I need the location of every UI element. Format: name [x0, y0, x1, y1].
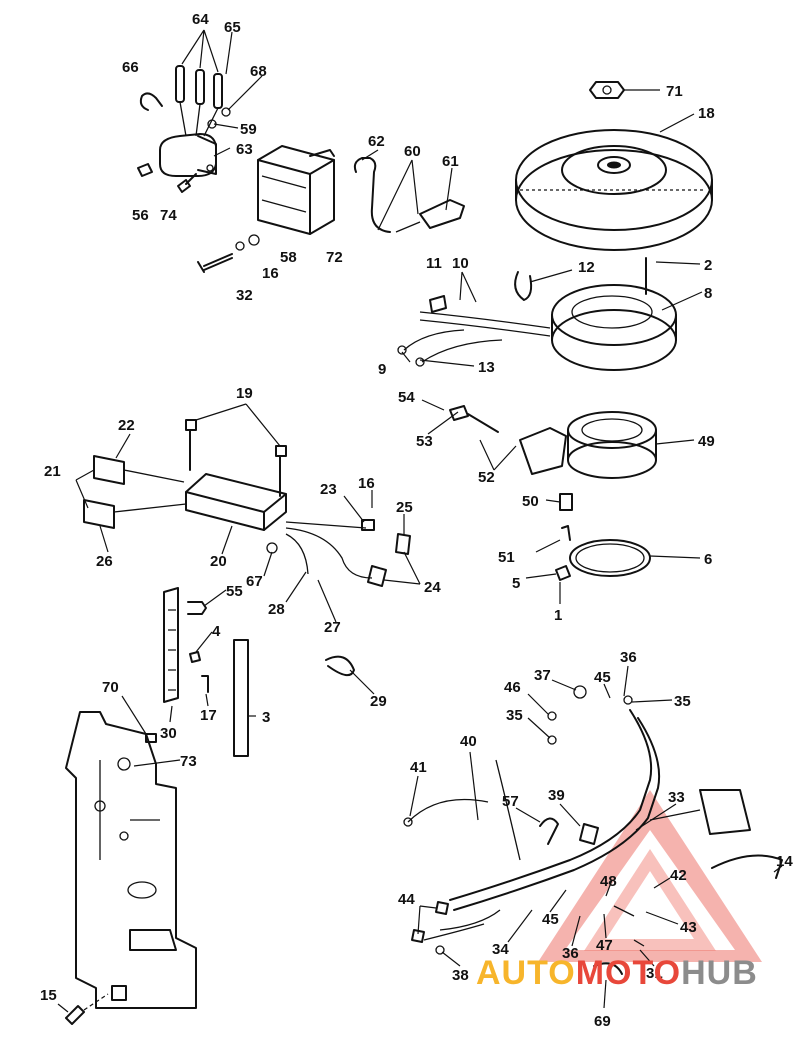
callout-40: 40	[460, 733, 477, 750]
callout-42: 42	[670, 867, 687, 884]
callout-1: 1	[554, 607, 562, 624]
callout-55: 55	[226, 583, 243, 600]
callout-65: 65	[224, 19, 241, 36]
callout-45-bottom: 45	[542, 911, 559, 928]
callout-53: 53	[416, 433, 433, 450]
callout-20: 20	[210, 553, 227, 570]
callout-52: 52	[478, 469, 495, 486]
callout-12: 12	[578, 259, 595, 276]
callout-63: 63	[236, 141, 253, 158]
callout-43: 43	[680, 919, 697, 936]
wiring-harness	[403, 685, 783, 975]
callout-59: 59	[240, 121, 257, 138]
callout-57: 57	[502, 793, 519, 810]
callout-48: 48	[600, 873, 617, 890]
callout-29: 29	[370, 693, 387, 710]
leader-lines	[57, 29, 783, 1013]
callout-68: 68	[250, 63, 267, 80]
callout-2: 2	[704, 257, 712, 274]
callout-16-top: 16	[262, 265, 279, 282]
bracket-73	[65, 711, 197, 1025]
callout-27: 27	[324, 619, 341, 636]
callout-39: 39	[548, 787, 565, 804]
power-pack-72	[257, 145, 335, 235]
callout-54: 54	[398, 389, 415, 406]
callout-64: 64	[192, 11, 209, 28]
callout-69: 69	[594, 1013, 611, 1030]
module-20	[83, 419, 411, 587]
callout-23: 23	[320, 481, 337, 498]
watermark-logo	[538, 790, 762, 962]
callout-66: 66	[122, 59, 139, 76]
watermark-moto: MOTO	[576, 954, 681, 992]
callout-19: 19	[236, 385, 253, 402]
callout-4: 4	[212, 623, 221, 640]
callout-5: 5	[512, 575, 520, 592]
callout-41: 41	[410, 759, 427, 776]
callout-35-left: 35	[506, 707, 523, 724]
callout-51: 51	[498, 549, 515, 566]
callout-14: 14	[776, 853, 793, 870]
svg-text:AUTOMOTOHUB: AUTOMOTOHUB	[476, 954, 758, 992]
callout-58: 58	[280, 249, 297, 266]
callout-74: 74	[160, 207, 177, 224]
callout-72: 72	[326, 249, 343, 266]
callout-16-mid: 16	[358, 475, 375, 492]
callout-6: 6	[704, 551, 712, 568]
callout-10: 10	[452, 255, 469, 272]
callout-67: 67	[246, 573, 263, 590]
callout-71: 71	[666, 83, 683, 100]
callout-21: 21	[44, 463, 61, 480]
watermark-text: AUTOMOTOHUB	[476, 954, 758, 992]
callout-17: 17	[200, 707, 217, 724]
callout-24: 24	[424, 579, 441, 596]
screw-32	[197, 234, 260, 273]
callout-35-right: 35	[674, 693, 691, 710]
callout-36-top: 36	[620, 649, 637, 666]
callout-60: 60	[404, 143, 421, 160]
stator-8	[397, 257, 677, 371]
callout-61: 61	[442, 153, 459, 170]
callout-49: 49	[698, 433, 715, 450]
callout-8: 8	[704, 285, 712, 302]
coil-assembly	[137, 65, 231, 193]
callout-36-bottom: 36	[562, 945, 579, 962]
callout-15: 15	[40, 987, 57, 1004]
callout-11: 11	[426, 255, 442, 272]
callout-labels: 64 65 66 68 59 63 56 74 58 16 32 72 62 6…	[40, 11, 793, 1030]
callout-13: 13	[478, 359, 495, 376]
callout-47: 47	[596, 937, 613, 954]
callout-25: 25	[396, 499, 413, 516]
callout-34: 34	[492, 941, 509, 958]
callout-33: 33	[668, 789, 685, 806]
timer-base-49	[449, 405, 657, 581]
callout-46: 46	[504, 679, 521, 696]
callout-32: 32	[236, 287, 253, 304]
watermark-hub: HUB	[681, 954, 758, 992]
callout-44: 44	[398, 891, 415, 908]
callout-56: 56	[132, 207, 149, 224]
callout-9: 9	[378, 361, 386, 378]
watermark-auto: AUTO	[476, 954, 576, 992]
callout-73: 73	[180, 753, 197, 770]
callout-70: 70	[102, 679, 119, 696]
flywheel-18	[515, 81, 713, 251]
callout-31: 31	[646, 965, 663, 982]
callout-38: 38	[452, 967, 469, 984]
callout-30: 30	[160, 725, 177, 742]
spark-plug-leads	[353, 157, 465, 233]
callout-3: 3	[262, 709, 270, 726]
callout-18: 18	[698, 105, 715, 122]
callout-22: 22	[118, 417, 135, 434]
terminal-strip-30	[163, 587, 355, 757]
callout-45-top: 45	[594, 669, 611, 686]
callout-50: 50	[522, 493, 539, 510]
callout-37: 37	[534, 667, 551, 684]
callout-26: 26	[96, 553, 113, 570]
callout-28: 28	[268, 601, 285, 618]
callout-62: 62	[368, 133, 385, 150]
